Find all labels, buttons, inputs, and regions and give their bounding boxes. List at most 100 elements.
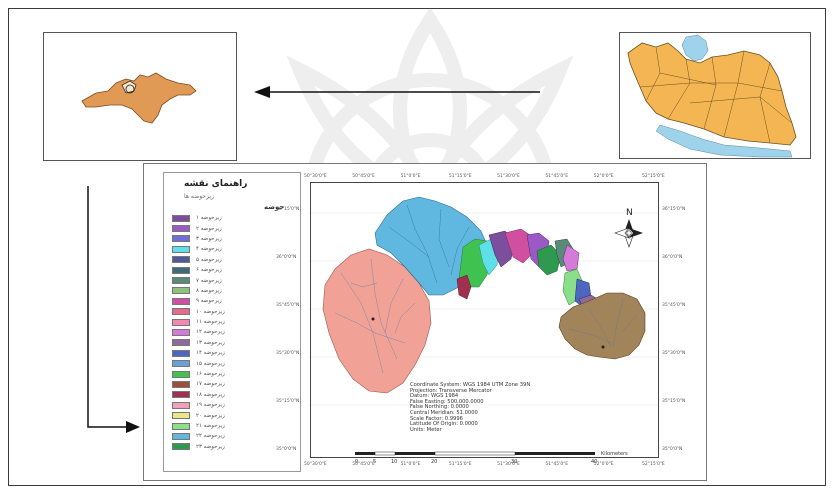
north-arrow — [614, 219, 643, 248]
projection-info-line: Datum: WGS 1984 — [410, 393, 459, 400]
tick-label-left: 36°15'0"N — [276, 207, 300, 212]
study-area-outline — [121, 80, 137, 94]
legend-item: زیرحوضه ۱۵ — [172, 358, 298, 368]
projection-info: Coordinate System: WGS 1984 UTM Zone 39N… — [410, 382, 531, 433]
legend-label: زیرحوضه ۱۷ — [196, 381, 225, 388]
legend-swatch — [172, 318, 190, 326]
legend-item: زیرحوضه ۱۲ — [172, 327, 298, 337]
legend-item: زیرحوضه ۳ — [172, 234, 298, 244]
legend-swatch — [172, 308, 190, 316]
legend-label: زیرحوضه ۴ — [196, 246, 222, 253]
legend-label: زیرحوضه ۱۳ — [196, 339, 225, 346]
arrow-to-main-map — [87, 186, 140, 433]
legend-swatch — [172, 245, 190, 253]
legend-item: زیرحوضه ۱۰ — [172, 307, 298, 317]
tick-label-bottom: 50°45'0"E — [352, 462, 375, 467]
scale-bar: 0 5 10 20 30 40 Kilometers — [355, 451, 628, 465]
legend-label: زیرحوضه ۲۰ — [196, 412, 225, 419]
province-inset — [43, 32, 237, 161]
legend-item: زیرحوضه ۷ — [172, 275, 298, 285]
outlet-marker — [371, 317, 375, 321]
legend-swatch — [172, 391, 190, 399]
tick-label-right: 35°15'0"N — [662, 399, 686, 404]
projection-info-line: Coordinate System: WGS 1984 UTM Zone 39N — [410, 382, 531, 388]
legend-item: زیرحوضه ۱۷ — [172, 379, 298, 389]
projection-info-line: False Easting: 500,000.0000 — [410, 398, 484, 405]
legend-item: زیرحوضه ۲ — [172, 223, 298, 233]
tick-label-right: 35°45'0"N — [662, 303, 686, 308]
legend-swatch — [172, 256, 190, 264]
scale-label-5: 5 — [373, 459, 376, 465]
legend-swatch — [172, 214, 190, 222]
tick-label-top: 51°15'0"E — [448, 174, 472, 179]
legend-item: زیرحوضه ۲۲ — [172, 431, 298, 441]
legend-swatch — [172, 297, 190, 305]
tick-label-right: 35°30'0"N — [662, 351, 686, 356]
legend-label: زیرحوضه ۱۱ — [196, 319, 225, 326]
tick-label-top: 51°45'0"E — [545, 174, 569, 179]
legend-label: زیرحوضه ۸ — [196, 287, 222, 294]
legend-item: زیرحوضه ۲۱ — [172, 421, 298, 431]
legend-swatch — [172, 339, 190, 347]
projection-info-line: Latitude Of Origin: 0.0000 — [410, 421, 478, 428]
tick-label-right: 36°0'0"N — [662, 255, 683, 260]
legend-swatch — [172, 370, 190, 378]
legend-item: زیرحوضه ۱۳ — [172, 338, 298, 348]
tick-label-top: 50°30'0"E — [304, 174, 327, 179]
legend-swatch — [172, 360, 190, 368]
scale-segment — [355, 452, 375, 455]
legend-label: زیرحوضه ۱۴ — [196, 350, 225, 357]
legend-swatch — [172, 266, 190, 274]
tick-label-top: 50°45'0"E — [352, 174, 375, 179]
tick-label-bottom: 51°0'0"E — [400, 462, 421, 467]
legend-label: زیرحوضه ۱۰ — [196, 308, 225, 315]
scale-label-10: 10 — [391, 459, 397, 465]
tick-label-bottom: 50°30'0"E — [304, 462, 327, 467]
legend-label: زیرحوضه ۱ — [196, 215, 222, 222]
legend-item: زیرحوضه ۵ — [172, 255, 298, 265]
legend-item: زیرحوضه ۱۶ — [172, 369, 298, 379]
projection-info-line: Central Meridian: 51.0000 — [410, 409, 478, 416]
scale-label-20: 20 — [431, 459, 437, 465]
legend-list: زیرحوضه ۱ زیرحوضه ۲ زیرحوضه ۳ زیرحوضه ۴ زیرح… — [172, 213, 298, 452]
basin-green-2 — [536, 244, 562, 276]
legend-item: زیرحوضه ۹ — [172, 296, 298, 306]
legend-swatch — [172, 287, 190, 295]
legend-label: زیرحوضه ۷ — [196, 277, 222, 284]
scale-segment — [374, 451, 396, 456]
map-frame: N — [310, 182, 659, 458]
legend-swatch — [172, 349, 190, 357]
projection-info-line: Scale Factor: 0.9996 — [410, 415, 463, 422]
legend-swatch — [172, 422, 190, 430]
legend-label: زیرحوضه ۲۲ — [196, 433, 225, 440]
legend-swatch — [172, 328, 190, 336]
legend-subtitle: زیرحوضه ها — [184, 193, 214, 200]
legend-swatch — [172, 412, 190, 420]
scale-segment — [515, 452, 595, 455]
basin-east-streams — [568, 298, 638, 348]
legend-item: زیرحوضه ۲۰ — [172, 410, 298, 420]
province-map — [81, 72, 197, 124]
legend-swatch — [172, 235, 190, 243]
arrow-to-province — [254, 86, 540, 98]
caspian-sea — [681, 34, 709, 62]
legend-item: زیرحوضه ۱۸ — [172, 390, 298, 400]
legend-label: زیرحوضه ۱۹ — [196, 402, 225, 409]
tick-label-bottom: 52°15'0"E — [642, 462, 665, 467]
scale-label-0: 0 — [355, 459, 358, 465]
outlet-marker — [601, 345, 605, 349]
basin-west — [322, 248, 432, 394]
legend-label: زیرحوضه ۲ — [196, 225, 222, 232]
projection-info-line: Units: Meter — [410, 426, 442, 433]
tick-label-top: 51°0'0"E — [400, 174, 421, 179]
legend-label: زیرحوضه ۹ — [196, 298, 222, 305]
legend-swatch — [172, 225, 190, 233]
tick-label-right: 36°15'0"N — [662, 207, 686, 212]
legend-item: زیرحوضه ۱۴ — [172, 348, 298, 358]
legend-label: زیرحوضه ۲۱ — [196, 423, 225, 429]
legend-label: زیرحوضه ۵ — [196, 256, 222, 263]
scale-segment — [395, 452, 435, 455]
legend-swatch — [172, 380, 190, 388]
legend-item: زیرحوضه ۶ — [172, 265, 298, 275]
